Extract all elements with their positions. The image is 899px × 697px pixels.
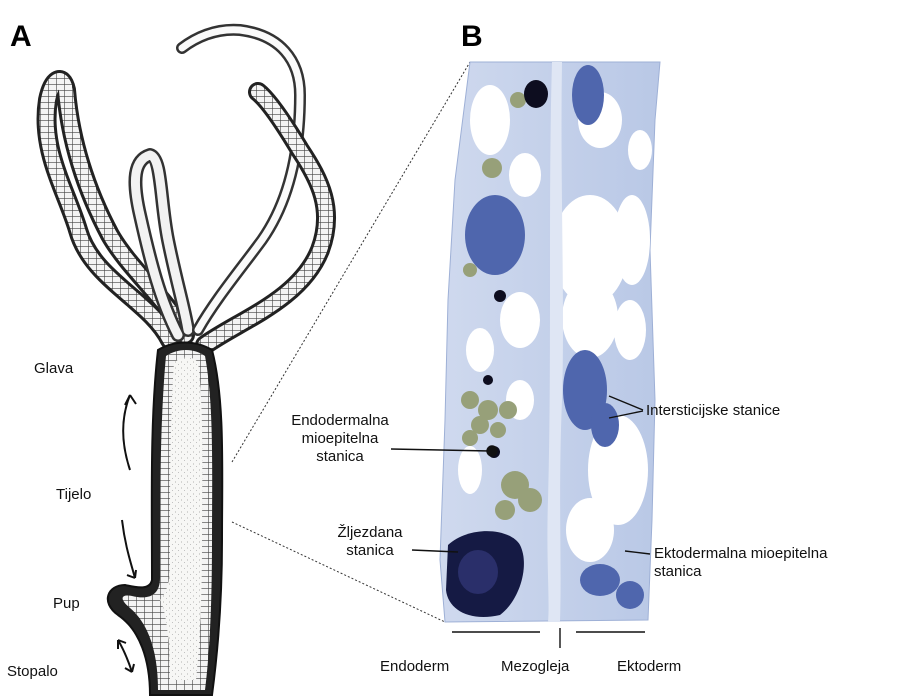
tissue-section-micrograph: [440, 62, 660, 622]
label-endodermal-myoepithelial-cell: Endodermalna mioepitelna stanica: [265, 412, 415, 466]
label-ectoderm: Ektoderm: [617, 658, 681, 676]
panel-label-a: A: [10, 22, 32, 52]
panel-label-b: B: [461, 22, 483, 52]
label-head: Glava: [34, 360, 73, 378]
label-mesoglea: Mezogleja: [501, 658, 569, 676]
label-interstitial-cells: Intersticijske stanice: [646, 402, 780, 420]
hydra-illustration: [46, 30, 326, 695]
label-gland-cell: Žljezdana stanica: [325, 524, 415, 560]
label-body: Tijelo: [56, 486, 91, 504]
label-bud: Pup: [53, 595, 80, 613]
label-ectodermal-myoepithelial-cell: Ektodermalna mioepitelna stanica: [654, 545, 827, 581]
label-endoderm: Endoderm: [380, 658, 449, 676]
label-foot: Stopalo: [7, 663, 58, 681]
zoom-line-top: [232, 62, 470, 462]
